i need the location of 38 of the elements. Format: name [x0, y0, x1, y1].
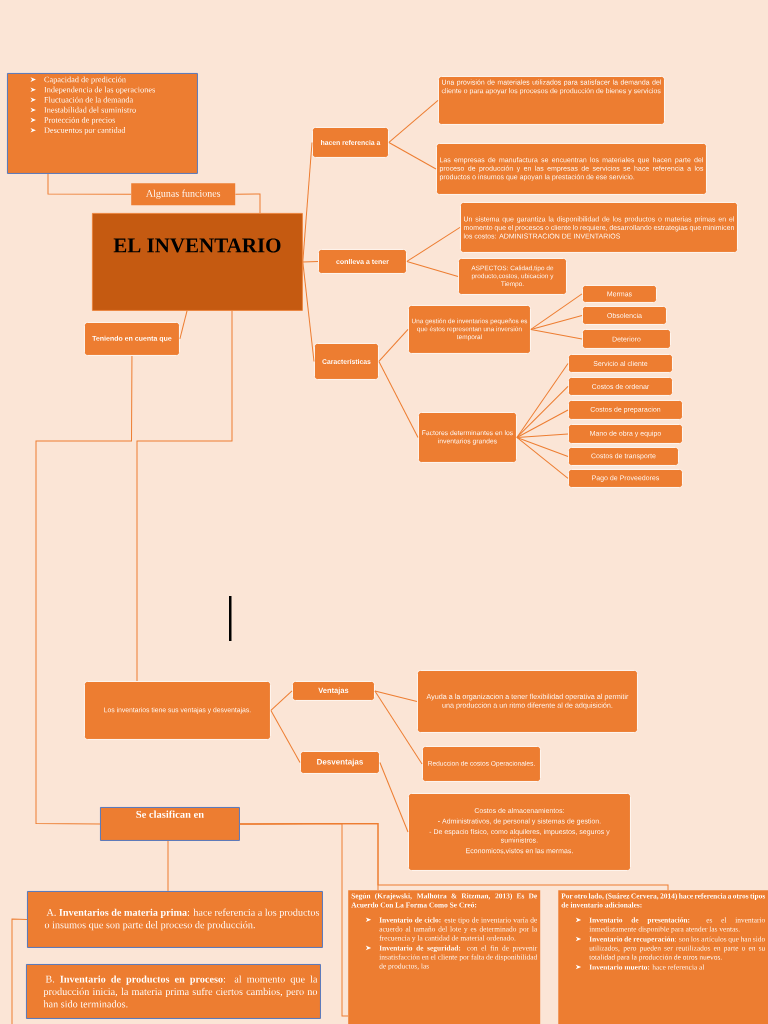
connector-line [11, 918, 28, 1024]
connector-line [530, 293, 583, 330]
label-box: Algunas funciones [131, 183, 236, 206]
connector-line [374, 690, 418, 702]
connector-line [530, 314, 583, 330]
connector-line [516, 362, 569, 438]
connector-line [302, 261, 315, 362]
connector-line [388, 99, 439, 143]
topic-box: Desventajas [300, 751, 380, 774]
connector-line [35, 355, 133, 825]
connector-line [47, 173, 132, 195]
connector-line [516, 385, 569, 438]
connector-line [406, 226, 461, 262]
connector-line [530, 328, 583, 340]
text-box: A. Inventarios de materia prima: hace referencia a los productos o insumos que son parte del proceso de producción. [27, 891, 323, 948]
text-box: B. Inventario de productos en proceso: al momento que la producción inicia, la materia prima sufre ciertos cambios, pero no han sido terminados. [26, 964, 321, 1019]
connector-line [516, 436, 569, 457]
connector-line [406, 260, 459, 277]
connector-line [302, 141, 313, 263]
list-box: Capacidad de predicción Independencia de las operaciones Fluctuación de la demanda Inestabilidad del suministro Protección de precios Descuentos por cantidad [7, 73, 198, 174]
connector-line [374, 690, 423, 765]
connector-line [516, 409, 569, 438]
connector-line [239, 823, 349, 1017]
connector-line [136, 310, 233, 682]
connector-line [516, 433, 569, 438]
connector-line [270, 690, 293, 711]
connector-line [302, 260, 319, 263]
title-box: EL INVENTARIO [92, 213, 303, 311]
connector-line [179, 310, 188, 340]
connector-line [167, 840, 169, 892]
connector-line [378, 328, 409, 362]
connector-line [378, 360, 419, 438]
connector-line [379, 761, 409, 833]
connector-line [516, 436, 569, 479]
connector-line [388, 141, 437, 170]
connector-line [270, 709, 301, 763]
connector-line [234, 193, 261, 214]
heading-box: Se clasifican en [100, 807, 240, 841]
